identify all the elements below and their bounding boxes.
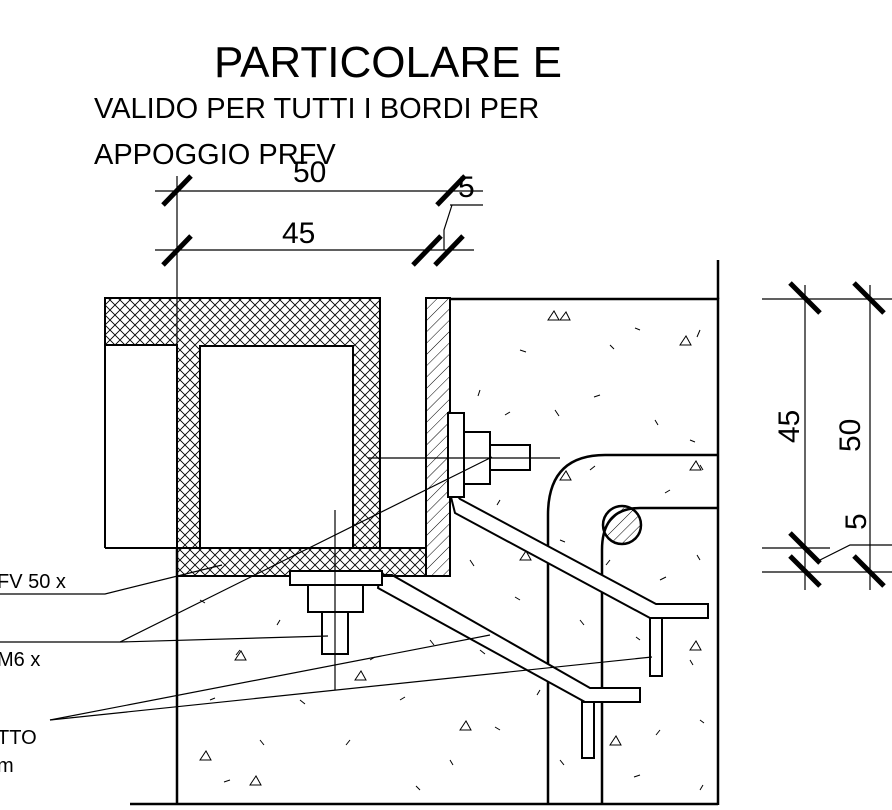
longitudinal-rebar-section xyxy=(601,504,643,546)
callout-bolt: M6 x xyxy=(0,649,40,671)
detail-title: PARTICOLARE E xyxy=(214,38,562,87)
leader-lines xyxy=(0,456,653,721)
bolt-horizontal xyxy=(368,412,560,498)
detail-subtitle-line1: VALIDO PER TUTTI I BORDI PER xyxy=(94,93,539,125)
prfv-profile xyxy=(104,297,451,577)
callout-prfv: FV 50 x xyxy=(0,571,66,593)
concrete-aggregate-marks xyxy=(199,310,705,791)
concrete-slab xyxy=(130,260,720,806)
rebar-hooks xyxy=(546,453,718,805)
callout-anchor-2: m xyxy=(0,755,14,777)
bolt-vertical xyxy=(289,510,383,690)
dim-right-inner: 45 xyxy=(773,410,806,443)
dim-right-overall: 50 xyxy=(834,419,867,452)
anchor-bars xyxy=(376,484,709,759)
dim-right-offset: 5 xyxy=(840,513,873,530)
dim-top-offset: 5 xyxy=(458,171,475,204)
dim-top-inner: 45 xyxy=(282,217,315,250)
right-dimension-chain: 45 50 5 xyxy=(762,281,892,590)
detail-subtitle-line2: APPOGGIO PRFV xyxy=(94,139,336,171)
callout-anchor: TTO xyxy=(0,727,37,749)
dim-top-overall: 50 xyxy=(293,156,326,189)
